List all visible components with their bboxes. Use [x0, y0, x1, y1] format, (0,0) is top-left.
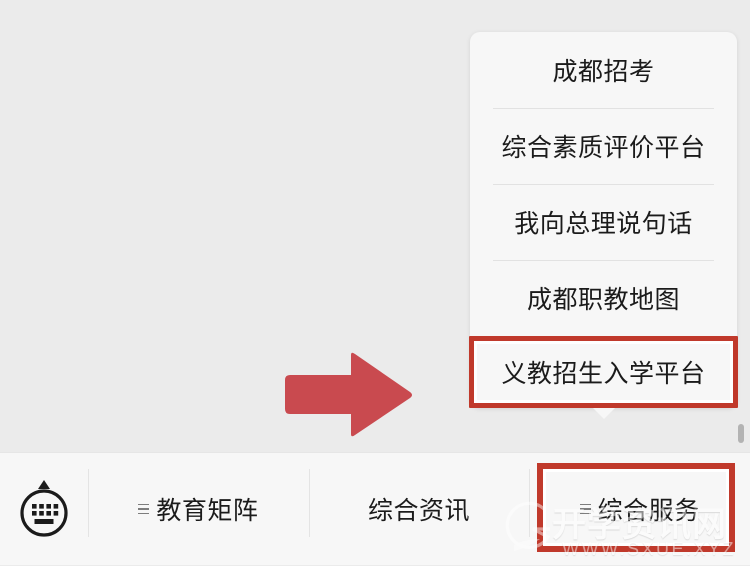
menu-item-compulsory-education-enrollment-platform[interactable]: 义教招生入学平台: [469, 336, 738, 408]
menu-item-label: 义教招生入学平台: [501, 360, 706, 388]
menu-item-label: 成都招考: [552, 58, 655, 86]
tab-label: 综合服务: [597, 497, 700, 525]
menu-item-message-to-premier[interactable]: 我向总理说句话: [470, 184, 737, 260]
nav-divider: [88, 468, 89, 537]
tab-label: 教育矩阵: [156, 497, 259, 525]
menu-item-label: 成都职教地图: [526, 286, 680, 314]
bottom-navigation-bar: 教育矩阵 综合资讯 综合服务: [0, 452, 750, 565]
arrow-right-icon: [285, 352, 412, 437]
service-dropdown-menu: 成都招考 综合素质评价平台 我向总理说句话 成都职教地图 义教招生入学平台: [469, 32, 738, 419]
menu-item-label: 综合素质评价平台: [501, 134, 706, 162]
menu-item-label: 我向总理说句话: [514, 210, 693, 238]
tab-label: 综合资讯: [368, 497, 471, 525]
nav-divider: [529, 468, 531, 537]
menu-item-vocational-education-map[interactable]: 成都职教地图: [470, 260, 737, 336]
list-icon: [579, 503, 591, 515]
list-icon: [138, 503, 150, 515]
tab-comprehensive-services[interactable]: 综合服务: [529, 453, 750, 566]
keyboard-button[interactable]: [0, 453, 88, 566]
popover-tail: [592, 408, 615, 419]
scroll-thumb[interactable]: [738, 424, 744, 443]
tab-comprehensive-news[interactable]: 综合资讯: [308, 453, 530, 566]
menu-item-chengdu-zhaokao[interactable]: 成都招考: [470, 32, 737, 108]
nav-divider: [308, 468, 310, 537]
keyboard-icon: [18, 480, 70, 538]
menu-item-comprehensive-quality-platform[interactable]: 综合素质评价平台: [470, 108, 737, 184]
tab-education-matrix[interactable]: 教育矩阵: [88, 453, 309, 566]
highlight-box: [537, 462, 736, 552]
red-pointer-arrow: [283, 352, 413, 437]
